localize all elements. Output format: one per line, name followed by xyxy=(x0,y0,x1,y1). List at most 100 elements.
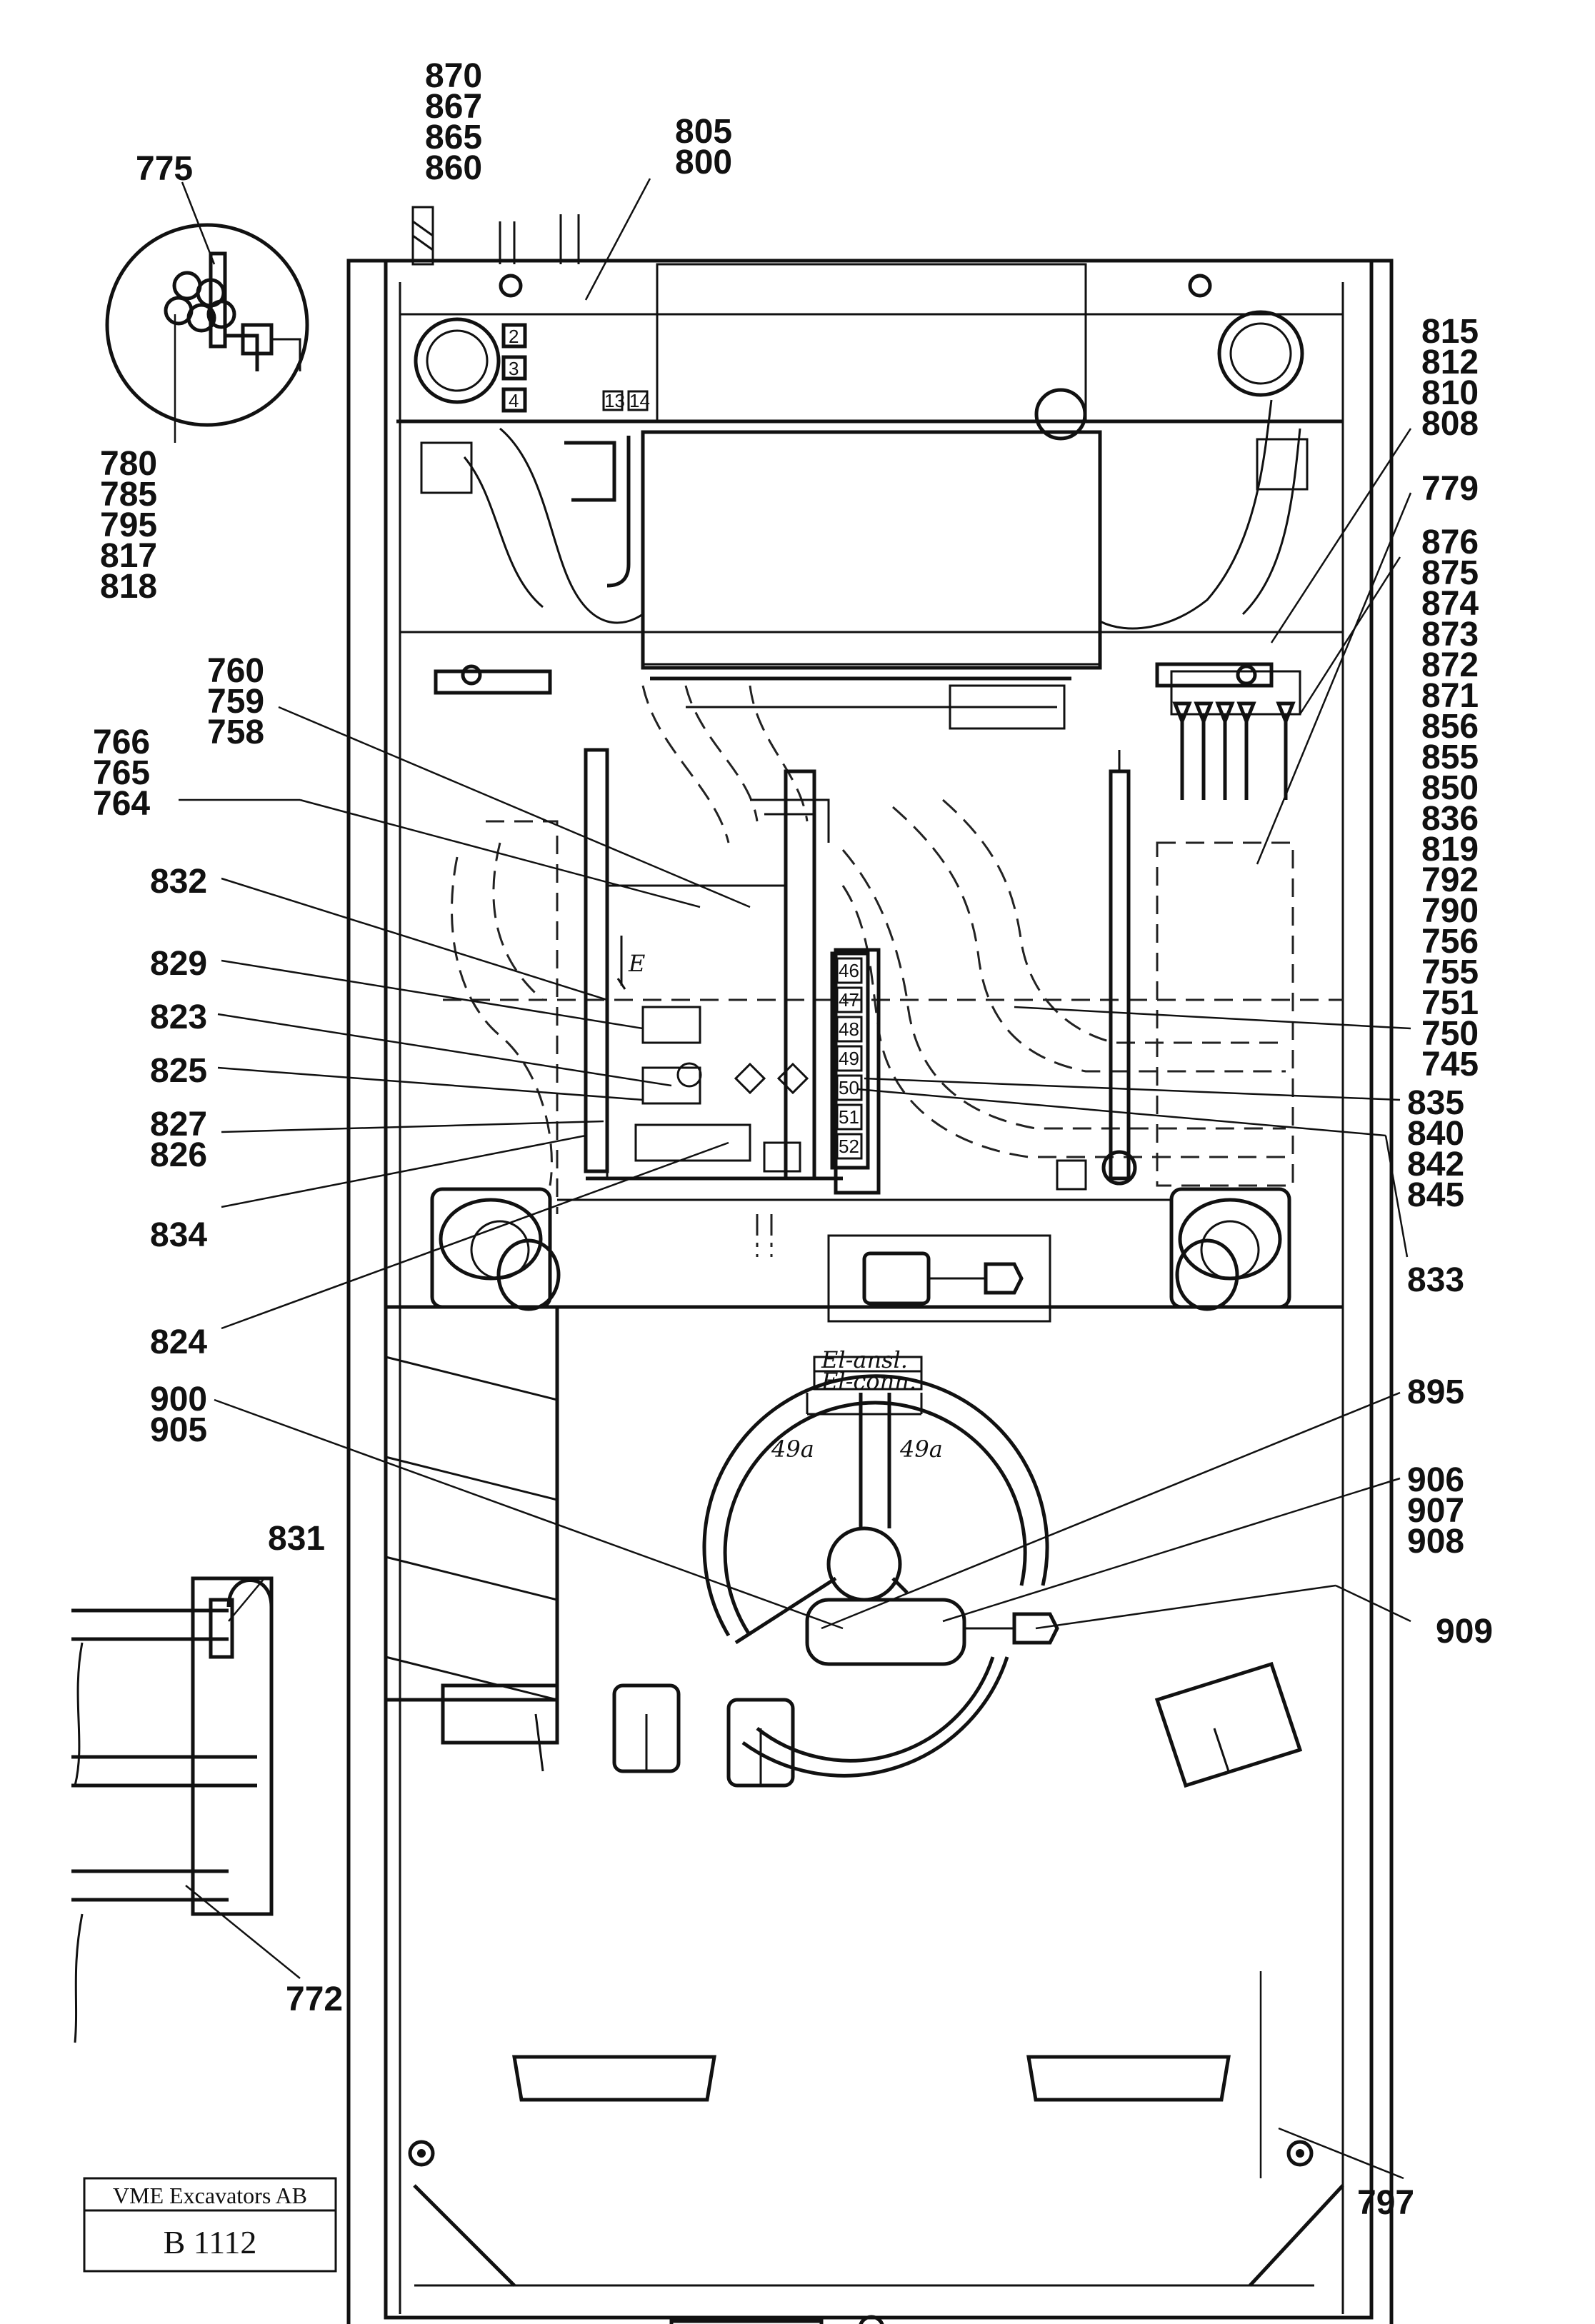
callout-797: 797 xyxy=(1357,2184,1414,2222)
callout-871: 871 xyxy=(1421,677,1479,715)
relay-label: 4 xyxy=(509,390,519,411)
fuse-strip: 46 47 48 49 50 51 52 xyxy=(830,951,870,1170)
callout-855: 855 xyxy=(1421,738,1479,776)
callout-827: 827 xyxy=(150,1106,207,1143)
callout-760: 760 xyxy=(207,652,264,690)
callout-785: 785 xyxy=(100,476,157,514)
callout-823: 823 xyxy=(150,998,207,1036)
fuse-label: 51 xyxy=(839,1106,859,1128)
callout-815: 815 xyxy=(1421,313,1479,351)
relay-label: 2 xyxy=(509,326,519,347)
callout-792: 792 xyxy=(1421,861,1479,899)
callout-808: 808 xyxy=(1421,405,1479,443)
motor-box xyxy=(827,1234,1051,1323)
callout-825: 825 xyxy=(150,1052,207,1090)
callout-755: 755 xyxy=(1421,953,1479,991)
callout-818: 818 xyxy=(100,568,157,606)
callout-795: 795 xyxy=(100,506,157,544)
title-block: VME Excavators AB B 1112 xyxy=(83,2177,337,2273)
bolts xyxy=(408,664,1314,2167)
el-conn-label: El-conn. xyxy=(821,1368,916,1395)
wire-label-left: 49a xyxy=(771,1436,814,1463)
drawing-code: B 1112 xyxy=(164,2224,257,2260)
callout-745: 745 xyxy=(1421,1046,1479,1083)
callout-758: 758 xyxy=(207,713,264,751)
heater-unit xyxy=(414,263,1309,670)
callout-895: 895 xyxy=(1407,1373,1464,1411)
terminal-forks xyxy=(1170,670,1301,800)
callout-867: 867 xyxy=(425,88,482,126)
gas-strut xyxy=(1056,750,1137,1191)
callout-907: 907 xyxy=(1407,1492,1464,1530)
callout-812: 812 xyxy=(1421,344,1479,381)
callout-845: 845 xyxy=(1407,1176,1464,1214)
callout-836: 836 xyxy=(1421,800,1479,838)
fuse-label: 48 xyxy=(839,1018,859,1040)
fuse-label: 49 xyxy=(839,1048,859,1069)
callout-759: 759 xyxy=(207,683,264,721)
fuse-label: 47 xyxy=(839,989,859,1011)
callout-824: 824 xyxy=(150,1323,207,1361)
callout-906: 906 xyxy=(1407,1461,1464,1499)
right-joystick xyxy=(1169,1187,1291,1311)
callout-850: 850 xyxy=(1421,769,1479,807)
callout-832: 832 xyxy=(150,863,207,901)
relay-label: 3 xyxy=(509,358,519,379)
callout-875: 875 xyxy=(1421,554,1479,592)
detail-831 xyxy=(71,1576,274,2043)
top-pipes xyxy=(411,206,580,266)
callout-826: 826 xyxy=(150,1136,207,1174)
el-ansl-label: El-ansl. xyxy=(821,1346,908,1373)
callout-790: 790 xyxy=(1421,892,1479,930)
callout-805: 805 xyxy=(675,113,732,151)
callout-817: 817 xyxy=(100,537,157,575)
callout-829: 829 xyxy=(150,945,207,983)
arrow-label: E xyxy=(628,950,645,977)
callout-779: 779 xyxy=(1421,470,1479,508)
callout-835: 835 xyxy=(1407,1084,1464,1122)
callout-865: 865 xyxy=(425,119,482,156)
callout-772: 772 xyxy=(286,1980,343,2018)
detail-circle-775 xyxy=(105,223,309,427)
callout-856: 856 xyxy=(1421,708,1479,746)
callout-840: 840 xyxy=(1407,1115,1464,1153)
linkage xyxy=(434,662,1274,730)
callouts: 870 867 865 860 805 800 775 780 785 795 … xyxy=(93,57,1493,2222)
callout-751: 751 xyxy=(1421,984,1479,1022)
floor-plate xyxy=(384,1198,1344,2287)
callout-908: 908 xyxy=(1407,1523,1464,1561)
callout-800: 800 xyxy=(675,144,732,181)
callout-872: 872 xyxy=(1421,646,1479,684)
callout-833: 833 xyxy=(1407,1261,1464,1299)
callout-831: 831 xyxy=(268,1520,325,1558)
callout-876: 876 xyxy=(1421,524,1479,561)
left-joystick xyxy=(430,1187,561,1311)
electrical-box: E xyxy=(584,748,881,1195)
relay-block: 2 3 4 13 14 xyxy=(501,323,650,413)
callout-756: 756 xyxy=(1421,923,1479,961)
callout-900: 900 xyxy=(150,1381,207,1418)
callout-750: 750 xyxy=(1421,1015,1479,1053)
fuse-label: 50 xyxy=(839,1077,859,1098)
wire-label-right: 49a xyxy=(899,1436,943,1463)
callout-775: 775 xyxy=(136,150,193,188)
small-box-label: 13 xyxy=(604,390,625,411)
callout-819: 819 xyxy=(1421,831,1479,868)
callout-765: 765 xyxy=(93,754,150,792)
callout-834: 834 xyxy=(150,1216,207,1254)
callout-764: 764 xyxy=(93,785,150,823)
hoses xyxy=(443,685,1343,1257)
leader-lines xyxy=(174,178,1412,2180)
callout-766: 766 xyxy=(93,723,150,761)
callout-905: 905 xyxy=(150,1411,207,1449)
callout-810: 810 xyxy=(1421,374,1479,412)
callout-860: 860 xyxy=(425,149,482,187)
bottom-parts xyxy=(669,2315,884,2324)
callout-842: 842 xyxy=(1407,1146,1464,1183)
steering-wheel: El-ansl. El-conn. 49a 49a xyxy=(702,1346,1059,1778)
callout-874: 874 xyxy=(1421,585,1479,623)
fuse-label: 46 xyxy=(839,960,859,981)
callout-870: 870 xyxy=(425,57,482,95)
small-box-label: 14 xyxy=(629,390,650,411)
